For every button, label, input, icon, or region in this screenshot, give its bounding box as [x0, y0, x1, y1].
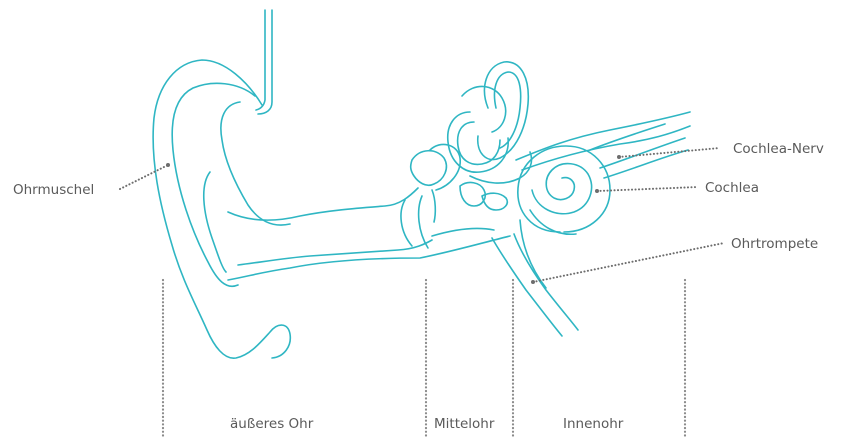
leader-cochlea [597, 187, 698, 191]
semicircular-canal-1 [478, 62, 529, 160]
semicircular-canal-1-inner [495, 72, 521, 148]
leader-ohrtrompete [533, 243, 724, 282]
ossicle-malleus [411, 151, 447, 186]
label-cochlea-nerv: Cochlea-Nerv [733, 141, 824, 157]
anchor-cochlea [595, 189, 599, 193]
anchor-ohrtrompete [531, 280, 535, 284]
canal-floor [228, 236, 510, 280]
region-label-inner-ear: Innenohr [563, 416, 624, 432]
label-ohrtrompete: Ohrtrompete [731, 236, 818, 252]
helix-inner [172, 83, 255, 286]
semicircular-canal-2-inner [458, 122, 500, 164]
leader-ohrmuschel [120, 165, 168, 189]
nerve-fiber-3 [600, 138, 685, 168]
cochlea-spiral [532, 164, 592, 214]
cochlea-outer [518, 146, 610, 232]
middle-ear-floor [432, 228, 494, 236]
ear-illustration [153, 10, 690, 358]
region-label-outer-ear: äußeres Ohr [230, 416, 314, 432]
concha [204, 172, 226, 272]
antihelix [221, 102, 290, 225]
pinna-outline [153, 60, 290, 358]
region-label-middle-ear: Mittelohr [434, 416, 495, 432]
anchor-cochlea-nerv [617, 155, 621, 159]
label-cochlea: Cochlea [705, 180, 759, 196]
label-ohrmuschel: Ohrmuschel [13, 182, 94, 198]
eardrum [401, 196, 428, 248]
ossicle-stapes [460, 183, 485, 206]
anchor-ohrmuschel [166, 163, 170, 167]
region-dividers [163, 280, 685, 438]
